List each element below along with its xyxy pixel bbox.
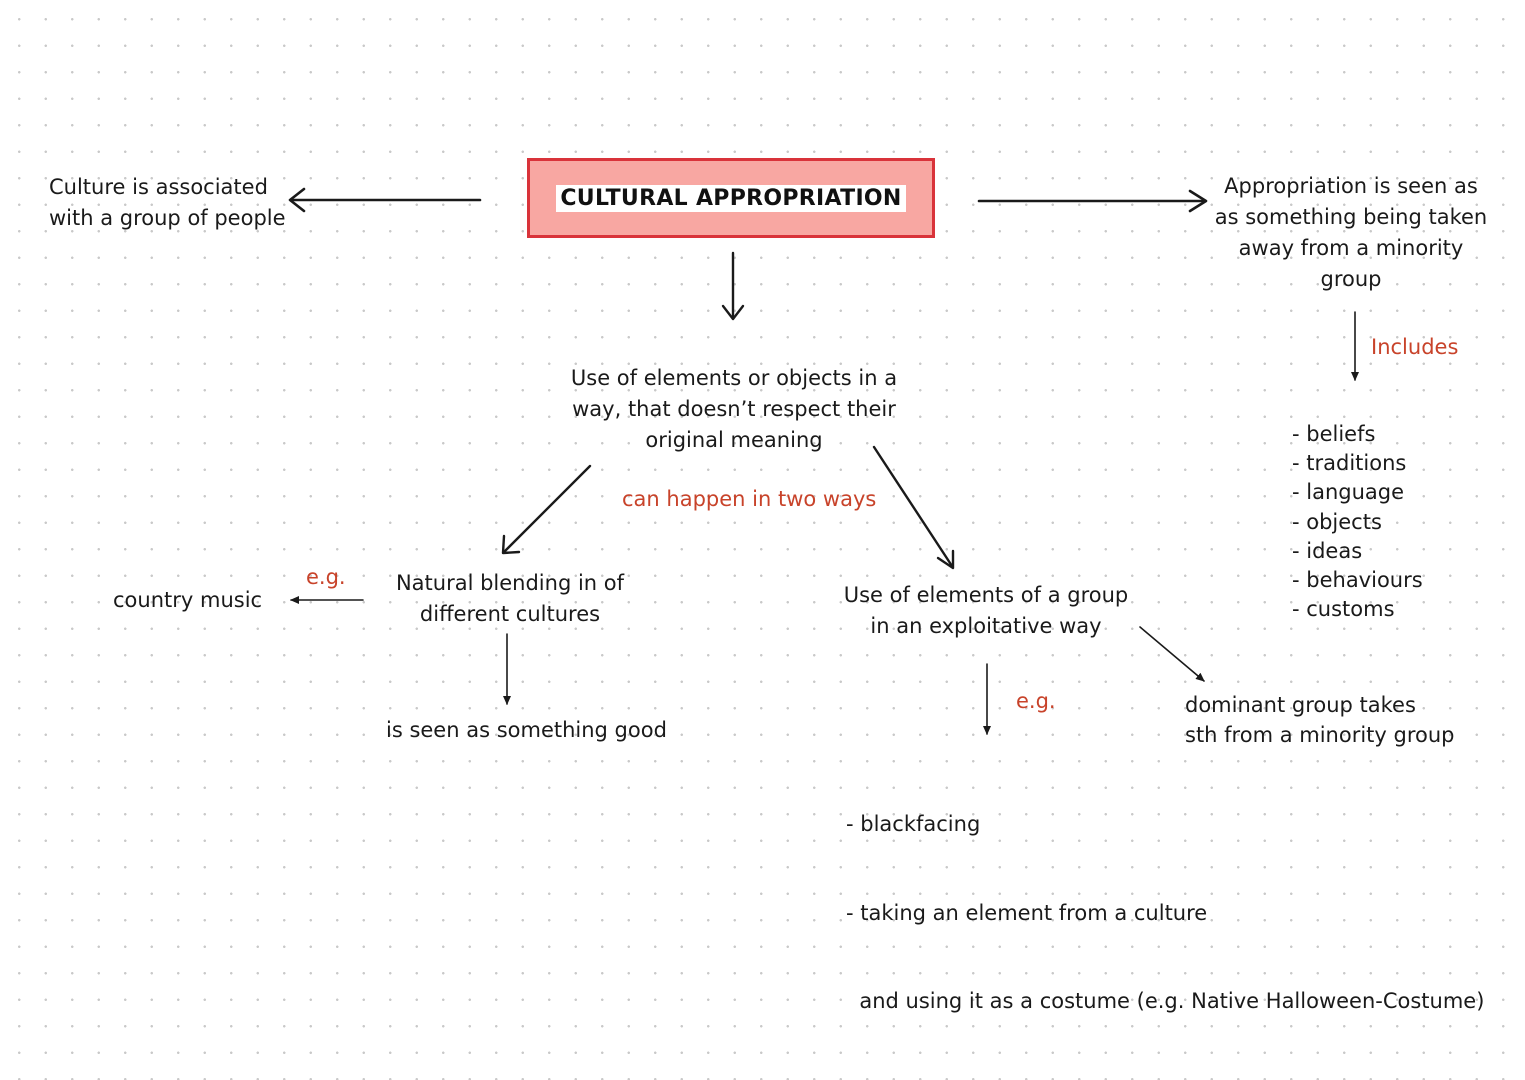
list-item: - customs: [1292, 597, 1395, 622]
natural-line: Natural blending in of: [395, 571, 625, 595]
natural-line: different cultures: [419, 602, 601, 626]
definition-line: Use of elements or objects in a: [570, 366, 898, 390]
definition-node: Use of elements or objects in a way, tha…: [554, 363, 914, 456]
list-item: - traditions: [1292, 451, 1407, 476]
right-line: as something being taken: [1214, 205, 1488, 229]
natural-eg-label: e.g.: [306, 565, 346, 589]
list-item: - language: [1292, 480, 1405, 505]
consequence-line: sth from a minority group: [1185, 722, 1455, 747]
list-item: - ideas: [1292, 538, 1363, 563]
left-line: with a group of people: [49, 206, 286, 230]
right-line: Appropriation is seen as: [1224, 174, 1478, 198]
exploit-line: in an exploitative way: [870, 614, 1102, 638]
right-line: group: [1320, 267, 1382, 291]
right-node: Appropriation is seen as as something be…: [1206, 171, 1496, 295]
includes-label: Includes: [1371, 335, 1459, 359]
includes-list: - beliefs - traditions - language - obje…: [1292, 420, 1423, 624]
example-line: - taking an element from a culture: [846, 900, 1208, 925]
definition-note: can happen in two ways: [622, 487, 877, 511]
arrow-title-to-right: [977, 189, 1208, 213]
right-line: away from a minority: [1238, 236, 1464, 260]
consequence-line: dominant group takes: [1185, 693, 1416, 717]
arrow-exploit-to-consequence: [1139, 626, 1205, 682]
natural-result: is seen as something good: [386, 718, 667, 742]
left-node: Culture is associated with a group of pe…: [49, 172, 286, 234]
natural-node: Natural blending in of different culture…: [380, 568, 640, 630]
exploit-node: Use of elements of a group in an exploit…: [826, 580, 1146, 642]
list-item: - behaviours: [1292, 568, 1423, 593]
exploit-examples: - blackfacing - taking an element from a…: [846, 751, 1484, 1046]
arrow-definition-to-exploit: [872, 445, 955, 570]
definition-line: way, that doesn’t respect their: [572, 397, 896, 421]
arrow-definition-to-natural: [501, 464, 592, 555]
exploit-line: Use of elements of a group: [843, 583, 1129, 607]
exploit-consequence: dominant group takes sth from a minority…: [1185, 691, 1455, 750]
left-line: Culture is associated: [49, 175, 268, 199]
title-box: CULTURAL APPROPRIATION: [527, 158, 935, 238]
list-item: - beliefs: [1292, 422, 1376, 446]
example-line: and using it as a costume (e.g. Native H…: [846, 989, 1485, 1013]
exploit-eg-label: e.g.: [1016, 689, 1056, 713]
example-line: - blackfacing: [846, 812, 981, 836]
definition-line: original meaning: [645, 428, 823, 452]
arrow-title-to-definition: [721, 251, 745, 321]
title-text: CULTURAL APPROPRIATION: [556, 184, 906, 212]
list-item: - objects: [1292, 509, 1382, 534]
arrow-title-to-left: [288, 187, 482, 213]
natural-example: country music: [113, 588, 263, 612]
